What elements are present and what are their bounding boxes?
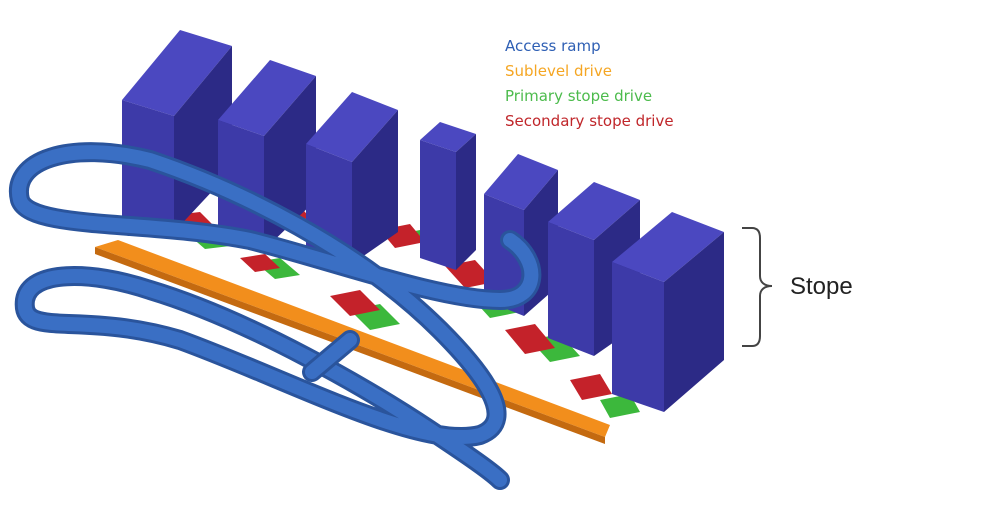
- curly-brace-right-icon: [742, 227, 773, 347]
- stope-block: [612, 212, 724, 412]
- legend-access-ramp: Access ramp: [505, 37, 601, 55]
- secondary-drive: [240, 254, 280, 272]
- legend: Access ramp Sublevel drive Primary stope…: [505, 37, 674, 130]
- legend-secondary-stope-drive: Secondary stope drive: [505, 112, 674, 130]
- stope-annotation: Stope: [742, 227, 853, 347]
- secondary-drive: [330, 290, 380, 316]
- secondary-drive: [505, 324, 555, 354]
- stope-label: Stope: [790, 273, 853, 300]
- legend-primary-stope-drive: Primary stope drive: [505, 87, 652, 105]
- stope-block: [420, 122, 476, 270]
- access-ramp: [8, 142, 542, 490]
- stope-block: [122, 30, 232, 232]
- legend-sublevel-drive: Sublevel drive: [505, 62, 612, 80]
- stopes: [122, 30, 724, 412]
- secondary-drive: [570, 374, 612, 400]
